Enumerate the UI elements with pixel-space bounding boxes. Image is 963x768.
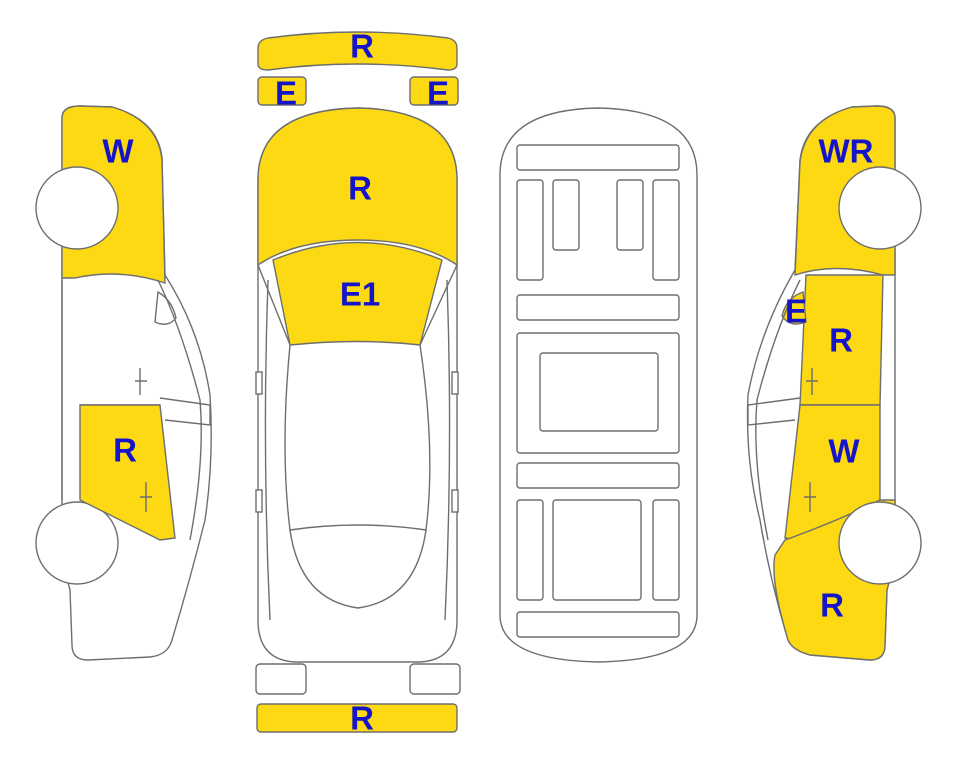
underside-panel-11: [552, 499, 642, 601]
label-right-front-fender: WR: [819, 133, 874, 170]
left-taillight: [255, 663, 307, 695]
left-a-pillar: [257, 264, 291, 346]
underside-panel-2: [516, 179, 544, 281]
label-front-bumper: R: [350, 28, 374, 65]
hood[interactable]: [257, 107, 458, 267]
label-rear-bumper: R: [350, 700, 374, 737]
label-right-headlight: E: [427, 75, 449, 112]
left-body-side-line: [264, 279, 271, 621]
underside-panel-1: [516, 144, 680, 171]
left-headlight[interactable]: [257, 76, 307, 106]
right-front-door-handle: [806, 368, 818, 395]
label-right-mirror: E: [785, 293, 807, 330]
left-side-mirror: [154, 290, 177, 325]
underside-panel-6: [516, 294, 680, 321]
right-top-mirror: [451, 371, 459, 395]
right-side-window-line: [755, 279, 801, 541]
label-left-front-fender: W: [102, 133, 134, 170]
right-top-rear-mark: [451, 489, 459, 513]
underside-panel-5: [652, 179, 680, 281]
damage-labels: R E E R E1 R W R WR E R W R: [102, 28, 873, 737]
right-front-wheel: [838, 166, 922, 250]
right-mirror[interactable]: [781, 291, 807, 325]
underside-panel-7: [516, 332, 680, 454]
underside-panel-3: [552, 179, 580, 251]
underside-panel-9: [516, 462, 680, 489]
label-left-rear-door: R: [113, 432, 137, 469]
underside-panel-4: [616, 179, 644, 251]
underside-panel-13: [516, 611, 680, 638]
right-side-belt-line: [747, 397, 801, 426]
front-view: [255, 31, 461, 733]
left-front-door-handle: [135, 368, 147, 395]
right-taillight: [409, 663, 461, 695]
label-right-rear-door: W: [828, 433, 860, 470]
left-top-rear-mark: [255, 489, 263, 513]
front-bumper[interactable]: [257, 31, 458, 71]
roof-outline: [284, 344, 431, 531]
left-rear-wheel: [35, 501, 119, 585]
underside-view: [499, 107, 698, 663]
label-hood: R: [348, 170, 372, 207]
right-headlight[interactable]: [409, 76, 459, 106]
left-rear-door[interactable]: [79, 404, 176, 541]
underside-outline: [499, 107, 698, 663]
right-a-pillar: [419, 264, 458, 346]
label-right-rear-quarter: R: [820, 587, 844, 624]
left-side-belt-line: [159, 397, 211, 426]
label-right-front-door: R: [829, 322, 853, 359]
right-rear-door-handle: [804, 482, 816, 512]
right-body-side-line: [444, 279, 451, 621]
left-side-view: [35, 105, 212, 661]
underside-panel-10: [516, 499, 544, 601]
left-front-wheel: [35, 166, 119, 250]
left-side-window-line: [157, 279, 202, 541]
right-side-view: [746, 105, 922, 661]
rear-window: [289, 529, 427, 609]
windshield[interactable]: [272, 241, 443, 346]
right-rear-wheel: [838, 501, 922, 585]
label-left-headlight: E: [275, 75, 297, 112]
underside-panel-12: [652, 499, 680, 601]
underside-panel-8: [539, 352, 659, 432]
rear-bumper[interactable]: [256, 703, 458, 733]
label-windshield: E1: [340, 276, 380, 313]
left-rear-door-handle: [140, 482, 152, 512]
left-top-mirror: [255, 371, 263, 395]
